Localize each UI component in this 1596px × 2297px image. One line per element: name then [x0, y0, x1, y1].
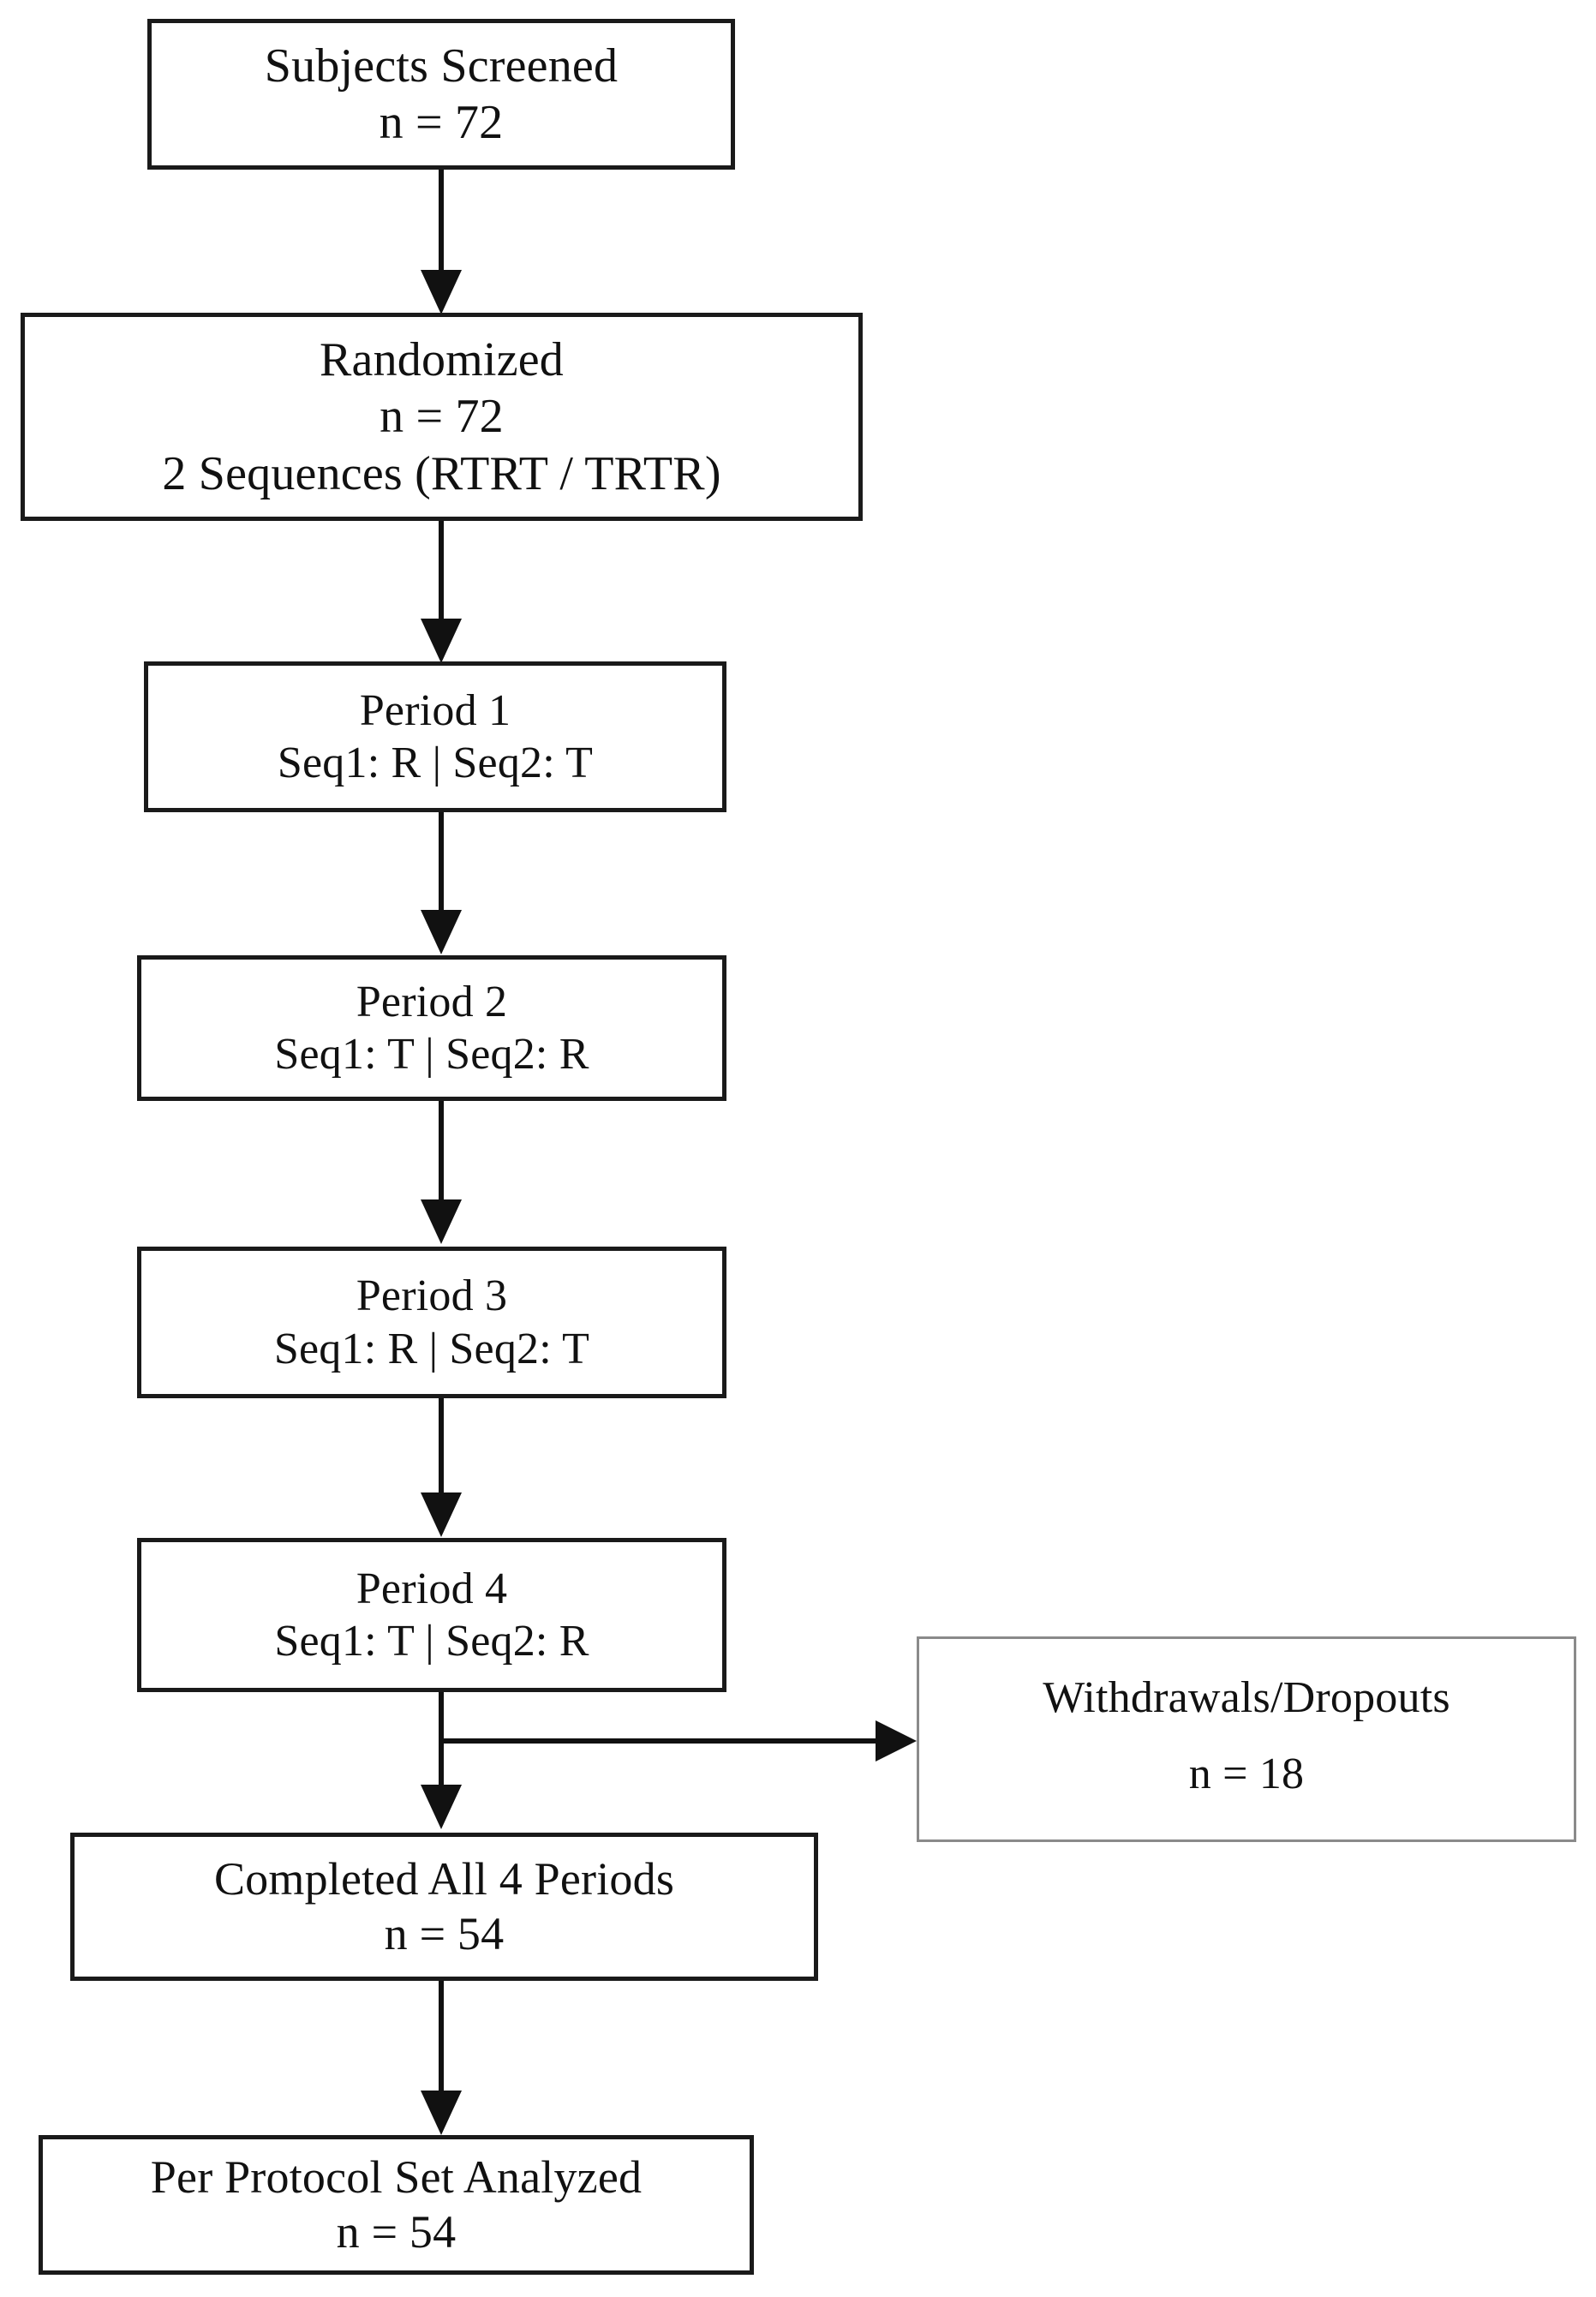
node-period-2-line-1: Period 2 — [356, 977, 508, 1026]
node-subjects-screened: Subjects Screened n = 72 — [147, 19, 735, 170]
connector-period3-to-period4 — [439, 1398, 444, 1494]
connector-completed-to-perprotocol — [439, 1981, 444, 2092]
node-randomized: Randomized n = 72 2 Sequences (RTRT / TR… — [21, 313, 863, 521]
node-period-4-line-1: Period 4 — [356, 1564, 508, 1613]
node-withdrawals-dropouts-line-2: n = 18 — [1188, 1749, 1305, 1798]
node-per-protocol-set-analyzed-line-1: Per Protocol Set Analyzed — [150, 2150, 643, 2203]
arrowhead-completed-to-perprotocol — [421, 2091, 462, 2135]
connector-period4-to-withdrawals — [439, 1738, 881, 1744]
node-completed-all-periods: Completed All 4 Periods n = 54 — [70, 1833, 818, 1981]
arrowhead-period3-to-period4 — [421, 1492, 462, 1537]
node-subjects-screened-line-2: n = 72 — [379, 96, 504, 149]
arrowhead-period1-to-period2 — [421, 910, 462, 954]
connector-randomized-to-period1 — [439, 521, 444, 624]
node-period-1-line-1: Period 1 — [359, 685, 511, 735]
node-period-3: Period 3 Seq1: R | Seq2: T — [137, 1247, 726, 1398]
node-period-3-line-2: Seq1: R | Seq2: T — [273, 1324, 590, 1373]
node-subjects-screened-line-1: Subjects Screened — [264, 39, 619, 93]
node-randomized-line-1: Randomized — [319, 333, 565, 387]
node-withdrawals-dropouts-line-1: Withdrawals/Dropouts — [1043, 1673, 1450, 1722]
node-period-4-line-2: Seq1: T | Seq2: R — [274, 1617, 589, 1666]
connector-period2-to-period3 — [439, 1101, 444, 1202]
connector-screened-to-randomized — [439, 170, 444, 274]
node-period-2-line-2: Seq1: T | Seq2: R — [274, 1030, 589, 1079]
node-completed-all-periods-line-1: Completed All 4 Periods — [213, 1852, 675, 1905]
node-period-1-line-2: Seq1: R | Seq2: T — [277, 739, 594, 787]
arrowhead-period2-to-period3 — [421, 1199, 462, 1244]
node-period-3-line-1: Period 3 — [356, 1271, 508, 1321]
node-randomized-line-2: n = 72 — [380, 390, 504, 444]
arrowhead-randomized-to-period1 — [421, 619, 462, 663]
arrowhead-screened-to-randomized — [421, 270, 462, 314]
arrowhead-period4-to-withdrawals — [876, 1720, 917, 1762]
node-per-protocol-set-analyzed-line-2: n = 54 — [336, 2205, 457, 2258]
arrowhead-period4-to-completed — [421, 1785, 462, 1829]
node-per-protocol-set-analyzed: Per Protocol Set Analyzed n = 54 — [39, 2135, 754, 2275]
node-completed-all-periods-line-2: n = 54 — [384, 1907, 505, 1959]
node-period-1: Period 1 Seq1: R | Seq2: T — [144, 661, 726, 812]
connector-period1-to-period2 — [439, 812, 444, 915]
node-period-2: Period 2 Seq1: T | Seq2: R — [137, 955, 726, 1101]
node-randomized-line-3: 2 Sequences (RTRT / TRTR) — [162, 446, 721, 500]
node-withdrawals-dropouts: Withdrawals/Dropouts n = 18 — [917, 1636, 1576, 1842]
node-period-4: Period 4 Seq1: T | Seq2: R — [137, 1538, 726, 1692]
